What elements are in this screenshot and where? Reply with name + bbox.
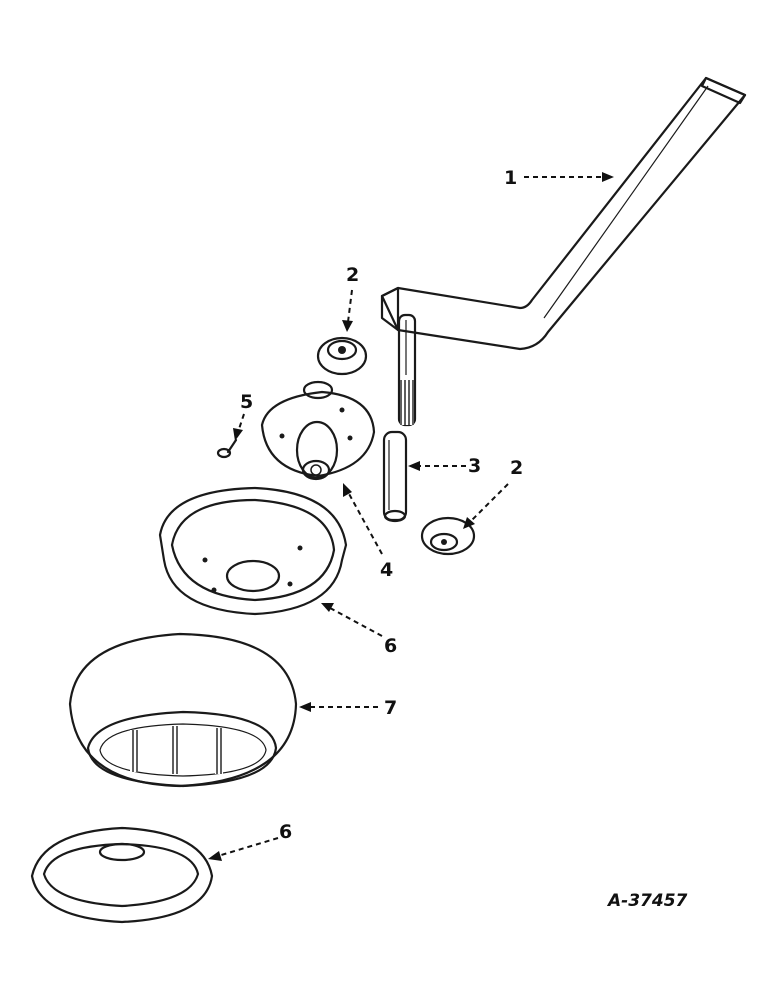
tire — [68, 632, 298, 788]
leader-6-lower — [217, 837, 279, 857]
sleeve — [382, 430, 408, 523]
caster-arm — [380, 76, 747, 351]
spindle — [397, 313, 417, 427]
leader-lines — [208, 172, 614, 861]
wheel-half-upper — [158, 486, 348, 616]
bearing-lower — [420, 516, 476, 556]
callout-5: 5 — [240, 391, 253, 413]
leader-2-lower — [469, 483, 509, 523]
hub — [260, 380, 376, 481]
callout-6-upper: 6 — [384, 635, 397, 657]
callout-3: 3 — [468, 455, 481, 477]
callout-6-lower: 6 — [279, 821, 292, 843]
bolt — [216, 438, 238, 459]
callout-labels: 1 2 5 3 2 4 6 7 6 — [240, 167, 523, 843]
wheel-half-lower — [30, 826, 214, 924]
leader-2-upper — [347, 289, 353, 323]
callout-2-upper: 2 — [346, 264, 359, 286]
leader-4 — [347, 491, 383, 555]
leader-5 — [237, 413, 245, 433]
callout-1: 1 — [504, 167, 517, 189]
callout-4: 4 — [380, 559, 393, 581]
figure-id: A-37457 — [606, 891, 688, 911]
bearing-upper — [316, 336, 368, 376]
leader-6-upper — [329, 607, 383, 637]
callout-2-lower: 2 — [510, 457, 523, 479]
callout-7: 7 — [384, 697, 397, 719]
